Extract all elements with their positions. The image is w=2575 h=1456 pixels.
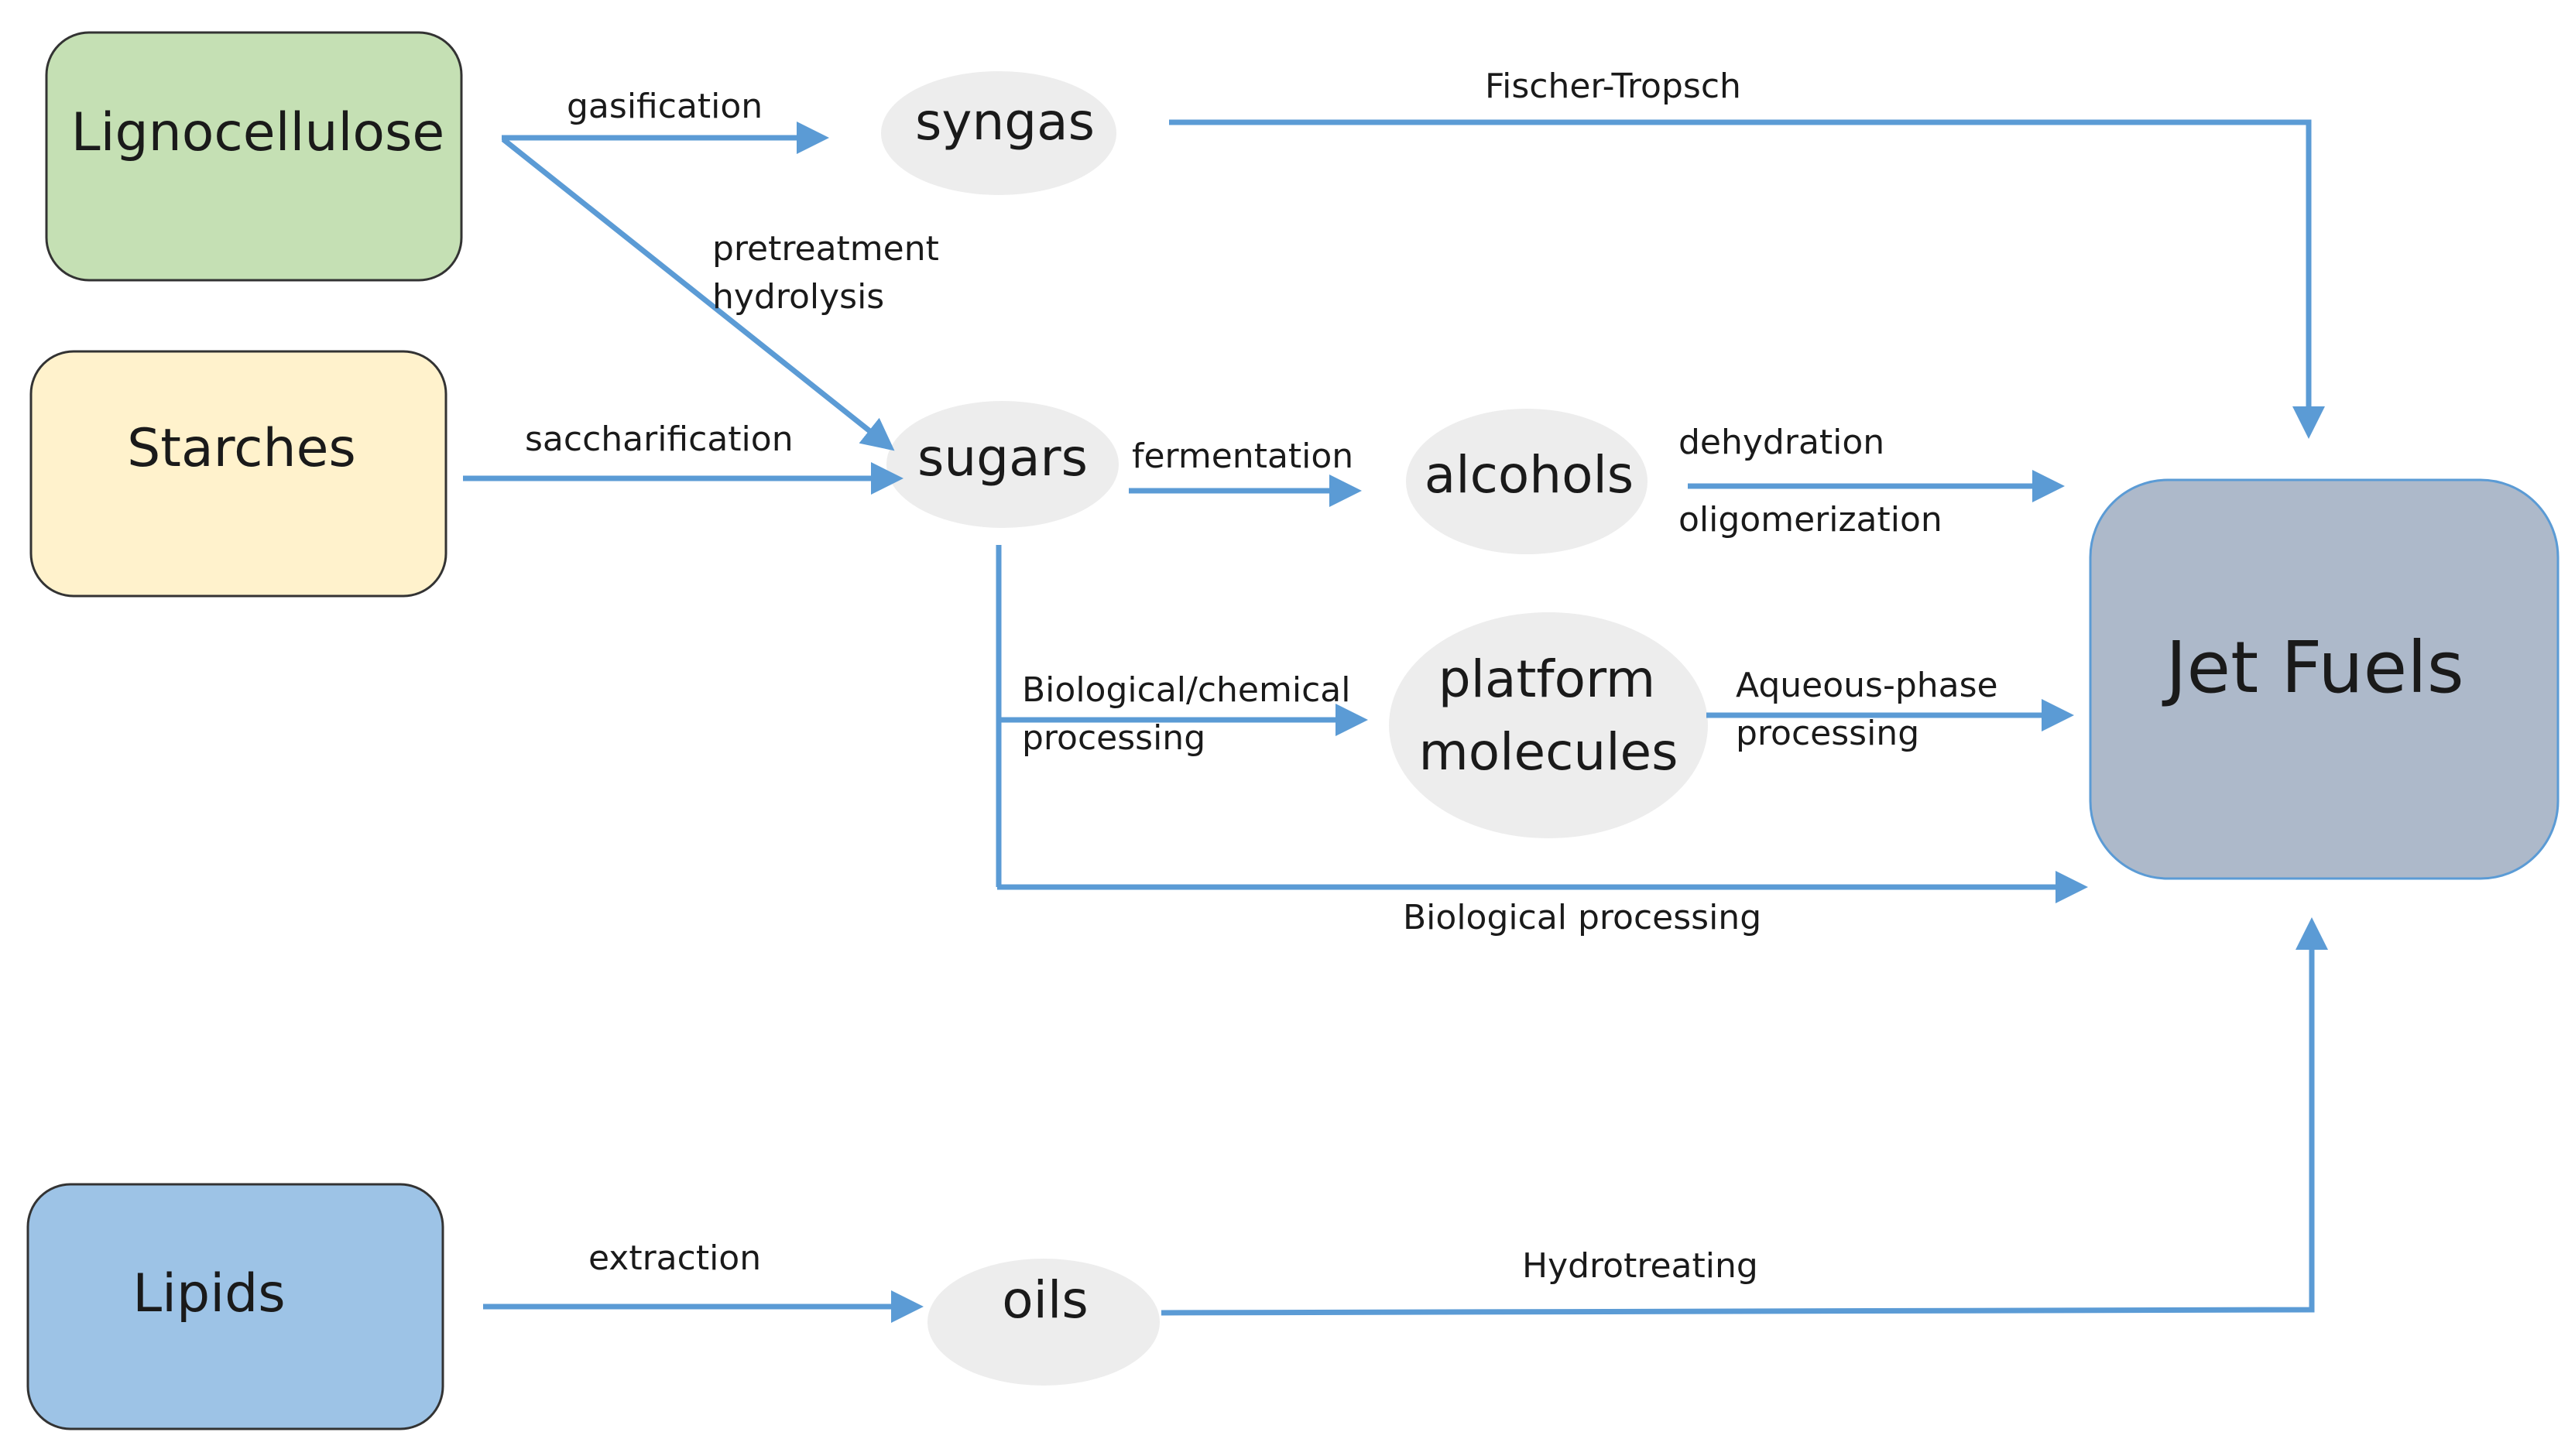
aqueous-phase-label-line1: Aqueous-phase (1736, 666, 1998, 705)
sugars-ellipse (886, 401, 1119, 528)
jet-fuels-box (2089, 478, 2560, 880)
fischer-tropsch-arrow (1169, 119, 2325, 439)
pretreatment-label: pretreatment (712, 229, 939, 269)
bio-chem-label-line1: Biological/chemical (1022, 670, 1350, 710)
pretreatment-hydrolysis-arrow (501, 137, 895, 451)
fermentation-label: fermentation (1132, 437, 1353, 476)
lipids-box (26, 1183, 444, 1430)
lignocellulose-label: Lignocellulose (71, 102, 445, 163)
lipids-label: Lipids (132, 1263, 285, 1324)
hydrotreating-label: Hydrotreating (1522, 1246, 1758, 1286)
hydrotreating-arrow (1161, 917, 2328, 1316)
alcohols-ellipse (1406, 409, 1648, 554)
alcohols-label: alcohols (1425, 445, 1634, 505)
platform-molecules-label-line1: platform (1438, 649, 1655, 709)
starches-label: Starches (127, 418, 356, 479)
extraction-label: extraction (588, 1238, 761, 1278)
oils-ellipse (927, 1259, 1160, 1386)
starches-box (29, 350, 447, 598)
oils-label: oils (1002, 1270, 1088, 1330)
fischer-tropsch-label: Fischer-Tropsch (1485, 67, 1741, 106)
aqueous-phase-label-line2: processing (1736, 714, 1919, 753)
platform-molecules-ellipse (1389, 612, 1708, 838)
bio-chem-label-line2: processing (1022, 718, 1205, 758)
gasification-label: gasification (567, 87, 763, 126)
syngas-label: syngas (915, 92, 1095, 152)
biological-processing-label: Biological processing (1403, 898, 1761, 937)
platform-molecules-label-line2: molecules (1418, 722, 1678, 782)
lignocellulose-box (45, 31, 463, 282)
dehydration-label: dehydration (1678, 423, 1884, 462)
syngas-ellipse (881, 71, 1116, 195)
sugars-label: sugars (917, 428, 1088, 488)
saccharification-label: saccharification (525, 420, 794, 459)
oligomerization-label: oligomerization (1678, 500, 1942, 540)
jet-fuels-label: Jet Fuels (2162, 626, 2464, 709)
hydrolysis-label: hydrolysis (712, 277, 884, 317)
